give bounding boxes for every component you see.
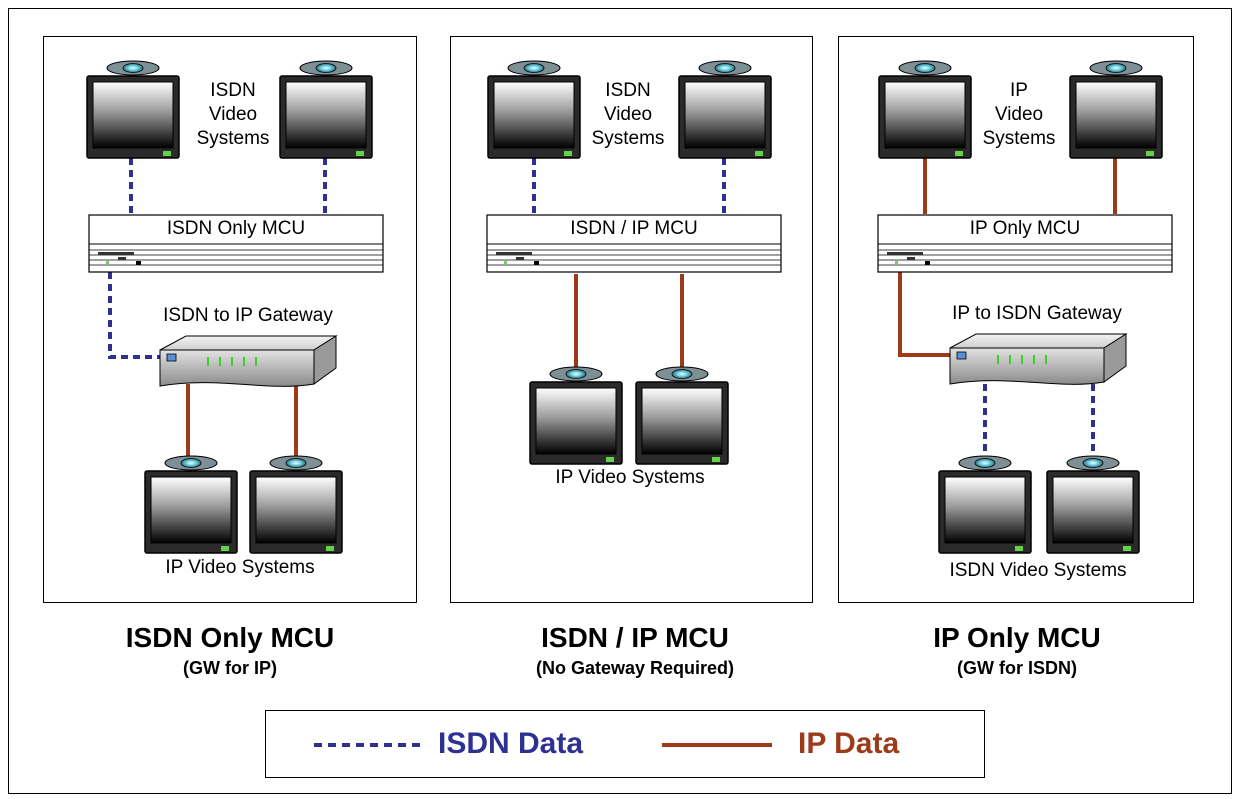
gateway-label: ISDN to IP Gateway xyxy=(163,305,333,326)
ip-to-isdn-gateway xyxy=(948,332,1128,397)
ip-video-system-monitor xyxy=(143,455,239,560)
ip-video-system-monitor xyxy=(248,455,344,560)
isdn-video-system-monitor xyxy=(937,455,1033,560)
top-systems-label-line1: IP xyxy=(1010,80,1028,101)
bottom-systems-label: IP Video Systems xyxy=(165,557,315,578)
bottom-systems-label: ISDN Video Systems xyxy=(949,560,1127,581)
isdn-video-system-monitor xyxy=(486,60,582,165)
mcu-label: ISDN Only MCU xyxy=(166,218,306,239)
isdn-video-system-monitor xyxy=(677,60,773,165)
top-systems-label-line1: ISDN xyxy=(210,80,256,101)
panel-title: ISDN / IP MCU xyxy=(541,622,729,653)
isdn-video-system-monitor xyxy=(1045,455,1141,560)
ip-video-system-monitor xyxy=(528,366,624,471)
legend-swatches xyxy=(314,743,772,747)
ip-video-system-monitor xyxy=(877,60,973,165)
legend: ISDN Data IP Data xyxy=(265,710,985,778)
mcu-unit xyxy=(486,214,782,279)
panel-subtitle: (GW for IP) xyxy=(183,658,277,678)
isdn-video-system-monitor xyxy=(85,60,181,165)
panel-subtitle: (No Gateway Required) xyxy=(535,658,735,678)
panel-subtitle: (GW for ISDN) xyxy=(957,658,1077,678)
mcu-unit xyxy=(877,214,1173,279)
top-systems-label-line3: Systems xyxy=(591,128,665,149)
ip-video-system-monitor xyxy=(1068,60,1164,165)
ip-link xyxy=(898,272,952,357)
top-systems-label-line2: Video xyxy=(994,104,1044,125)
top-systems-label-line2: Video xyxy=(208,104,258,125)
panel-title: ISDN Only MCU xyxy=(125,622,335,653)
top-systems-label-line1: ISDN xyxy=(605,80,651,101)
top-systems-label-line3: Systems xyxy=(982,128,1056,149)
mcu-label: IP Only MCU xyxy=(969,218,1081,239)
mcu-unit xyxy=(88,214,384,279)
gateway-label: IP to ISDN Gateway xyxy=(952,303,1122,324)
isdn-video-system-monitor xyxy=(278,60,374,165)
top-systems-label-line3: Systems xyxy=(196,128,270,149)
legend-isdn-label: ISDN Data xyxy=(438,727,584,760)
legend-ip-label: IP Data xyxy=(798,727,900,760)
isdn-link xyxy=(108,272,160,359)
ip-video-system-monitor xyxy=(634,366,730,471)
isdn-to-ip-gateway xyxy=(158,334,338,399)
bottom-systems-label: IP Video Systems xyxy=(555,467,705,488)
mcu-label: ISDN / IP MCU xyxy=(570,218,698,239)
panel-title: IP Only MCU xyxy=(933,622,1101,653)
top-systems-label-line2: Video xyxy=(603,104,653,125)
